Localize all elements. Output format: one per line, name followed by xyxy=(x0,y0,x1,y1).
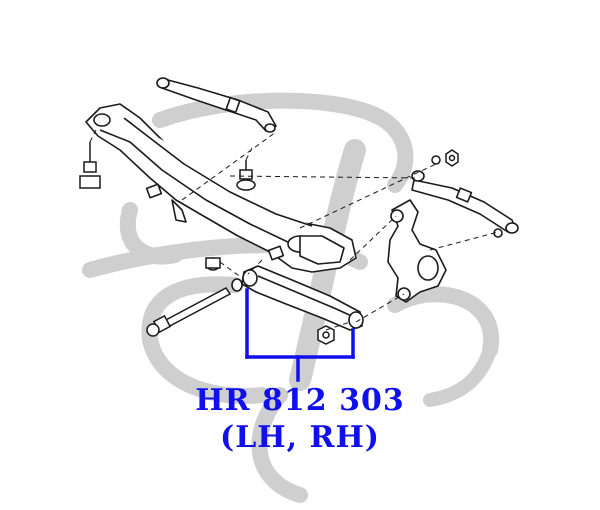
part-callout-bracket xyxy=(245,288,355,382)
side-note-label: (LH, RH) xyxy=(220,420,380,455)
assembly-guide-lines xyxy=(89,129,499,331)
bolt-icon xyxy=(79,142,101,189)
part-number-label: HR 812 303 xyxy=(195,383,405,418)
lock-nut-icon xyxy=(317,325,335,345)
lateral-arm-icon xyxy=(411,170,519,238)
long-bolt-icon xyxy=(146,257,232,337)
nut-icon xyxy=(236,160,256,191)
lower-control-arm-icon xyxy=(231,265,364,331)
knuckle-hub-icon xyxy=(387,199,447,303)
rear-subframe-icon xyxy=(85,103,357,273)
nut-pair-icon xyxy=(431,149,459,167)
upper-control-arm-icon xyxy=(156,77,277,133)
